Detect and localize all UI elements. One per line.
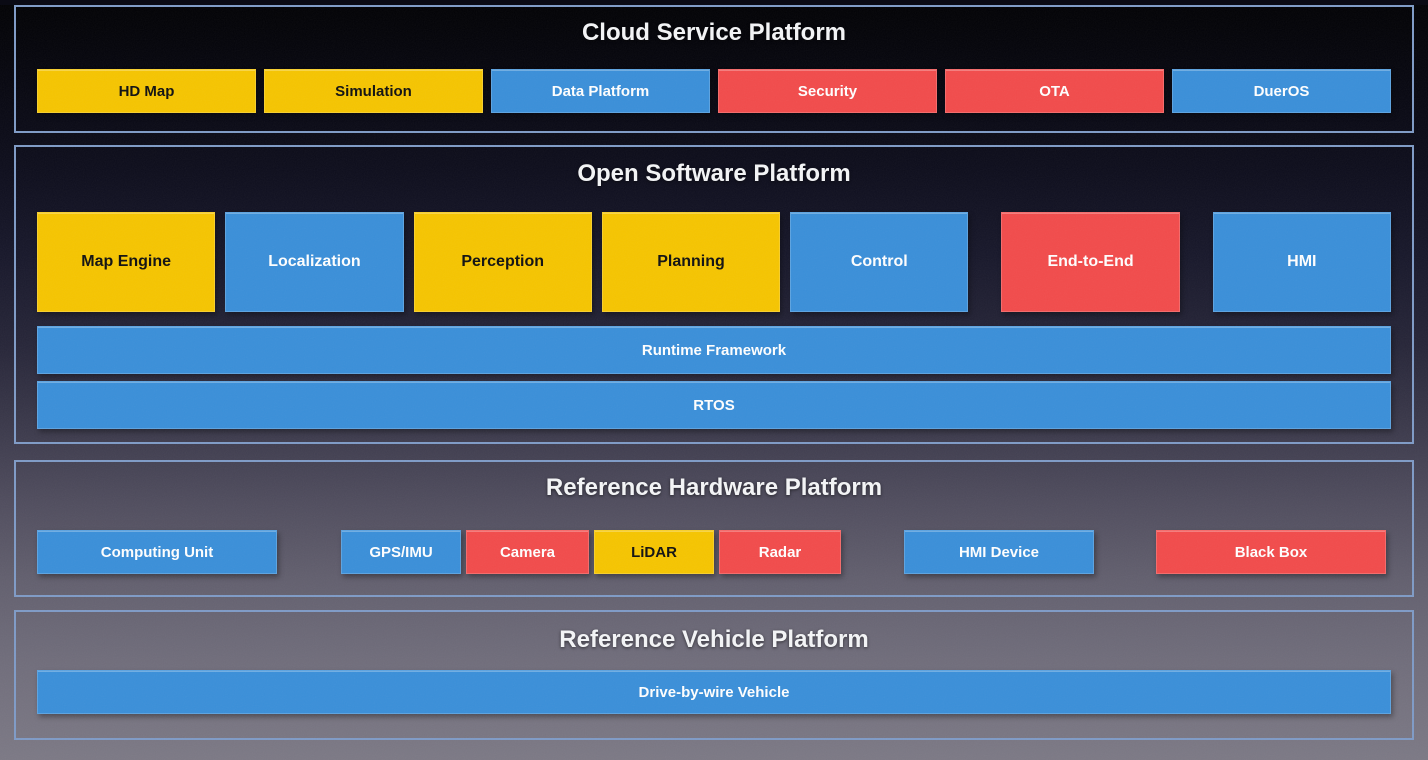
- box-ota: OTA: [945, 69, 1164, 113]
- box-computing-unit: Computing Unit: [37, 530, 277, 574]
- panel-reference-vehicle-platform: Reference Vehicle Platform Drive-by-wire…: [14, 610, 1414, 740]
- architecture-diagram: Cloud Service Platform HD Map Simulation…: [0, 5, 1428, 760]
- software-modules-row: Map Engine Localization Perception Plann…: [16, 212, 1412, 312]
- reference-hardware-platform-title: Reference Hardware Platform: [545, 474, 883, 501]
- panel-cloud-service-platform: Cloud Service Platform HD Map Simulation…: [14, 5, 1414, 133]
- box-simulation: Simulation: [264, 69, 483, 113]
- cloud-service-platform-title: Cloud Service Platform: [581, 19, 847, 46]
- box-security: Security: [718, 69, 937, 113]
- box-data-platform: Data Platform: [491, 69, 710, 113]
- module-planning: Planning: [601, 212, 781, 312]
- box-dueros: DuerOS: [1172, 69, 1391, 113]
- module-localization: Localization: [225, 212, 404, 312]
- box-radar: Radar: [719, 530, 841, 574]
- module-hmi: HMI: [1212, 212, 1391, 312]
- module-end-to-end: End-to-End: [1001, 212, 1180, 312]
- bar-rtos: RTOS: [37, 381, 1391, 429]
- bar-drive-by-wire-vehicle: Drive-by-wire Vehicle: [37, 670, 1391, 714]
- module-map-engine: Map Engine: [37, 212, 216, 312]
- module-control: Control: [790, 212, 969, 312]
- box-gps-imu: GPS/IMU: [341, 530, 461, 574]
- bar-runtime-framework: Runtime Framework: [37, 326, 1391, 374]
- reference-vehicle-platform-title: Reference Vehicle Platform: [559, 626, 869, 653]
- box-lidar: LiDAR: [594, 530, 714, 574]
- hardware-boxes-row: Computing Unit GPS/IMU Camera LiDAR Rada…: [16, 530, 1412, 574]
- panel-reference-hardware-platform: Reference Hardware Platform Computing Un…: [14, 460, 1414, 597]
- box-camera: Camera: [466, 530, 589, 574]
- box-hmi-device: HMI Device: [904, 530, 1094, 574]
- open-software-platform-title: Open Software Platform: [577, 160, 851, 187]
- box-hd-map: HD Map: [37, 69, 256, 113]
- box-black-box: Black Box: [1156, 530, 1386, 574]
- panel-open-software-platform: Open Software Platform Map Engine Locali…: [14, 145, 1414, 444]
- cloud-service-boxes-row: HD Map Simulation Data Platform Security…: [16, 69, 1412, 113]
- module-perception: Perception: [413, 212, 592, 312]
